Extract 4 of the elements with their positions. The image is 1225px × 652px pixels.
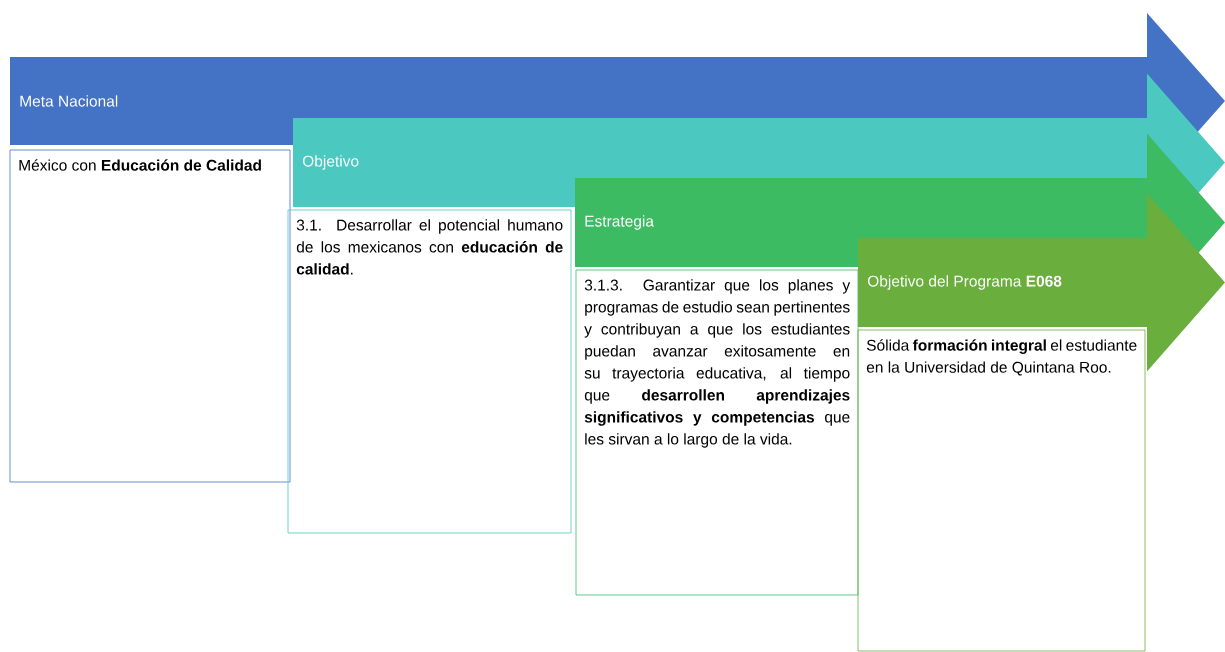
text-box: 3.1. Desarrollar el potencial humano de los mexicanos con educación de calidad. [287, 209, 572, 534]
text-box: México con Educación de Calidad [9, 149, 291, 483]
text-box: Sólida formación integral el estudiante en la Universidad de Quintana Roo. [857, 329, 1146, 652]
text-box: 3.1.3. Garantizar que los planes y programas de estudio sean pertinentes y contribuyan a que los estudiantes puedan avanzar exitosamente en su trayectoria educativa, al tiempo que desarrollen aprendizajes significativos y competencias que les sirvan a lo largo de la vida. [575, 269, 859, 596]
